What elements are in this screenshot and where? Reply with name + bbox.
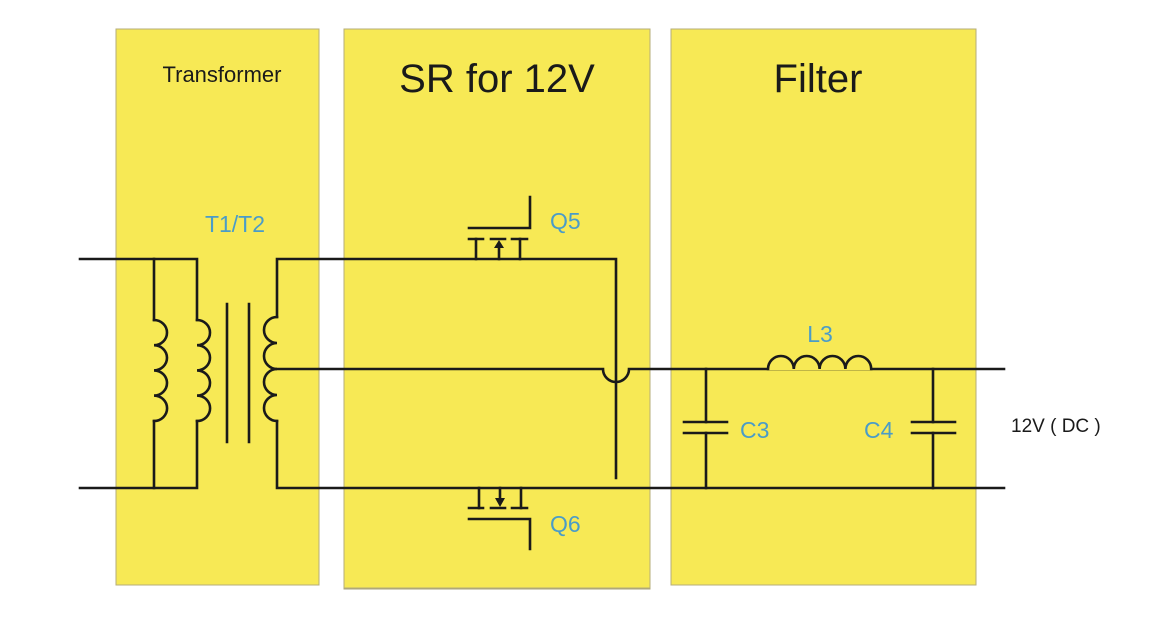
primary-coil-a-icon (152, 318, 169, 423)
l3-label: L3 (807, 321, 833, 347)
filter-network: L3 C3 C4 (682, 321, 957, 490)
q5-label: Q5 (550, 208, 581, 234)
primary-coil-b-icon (195, 318, 212, 423)
filter-block-bg (670, 28, 977, 586)
output-voltage-label: 12V ( DC ) (1011, 416, 1101, 437)
secondary-top-wire (275, 257, 618, 480)
transformer-block-title: Transformer (163, 62, 282, 87)
transformer-t1-t2: T1/T2 (78, 211, 1006, 490)
q5-arrow-icon (494, 240, 504, 248)
transformer-label: T1/T2 (205, 211, 265, 237)
filter-block: Filter (670, 28, 977, 586)
filter-block-title: Filter (774, 57, 863, 101)
q6-arrow-icon (495, 498, 505, 507)
sr-block: SR for 12V (343, 28, 651, 589)
mosfet-q6: Q6 (467, 486, 581, 551)
transformer-block: Transformer (115, 28, 320, 586)
l3-inductor-icon (766, 354, 873, 371)
center-tap-wire (275, 367, 1006, 384)
q6-label: Q6 (550, 511, 581, 537)
ground-return-wire (275, 419, 1006, 490)
positive-rail-wire (275, 367, 1006, 384)
input-wire-top (78, 257, 199, 322)
sr-block-title: SR for 12V (399, 57, 595, 101)
q5-drain (467, 195, 532, 230)
c3-label: C3 (740, 417, 769, 443)
c4-label: C4 (864, 417, 894, 443)
q6-drain (467, 517, 532, 551)
input-wire-bottom (78, 419, 199, 490)
sr-block-bg (343, 28, 651, 589)
transformer-block-bg (115, 28, 320, 586)
mosfet-q5: Q5 (467, 195, 581, 261)
